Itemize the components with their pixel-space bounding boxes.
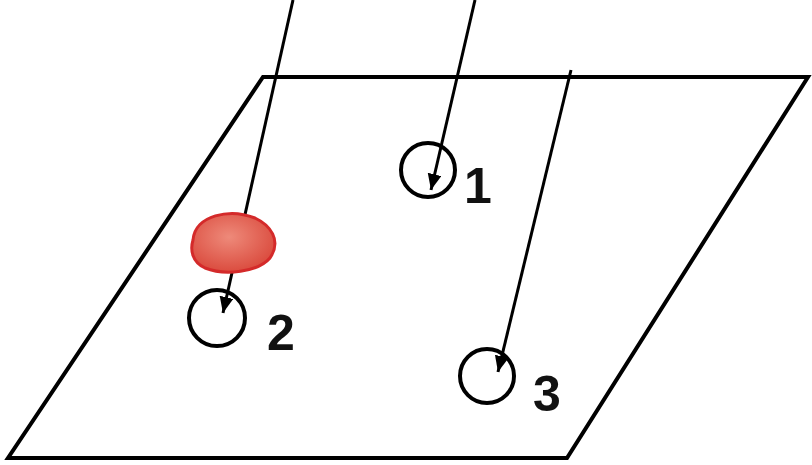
obstacle-blob bbox=[192, 214, 275, 272]
callout-number: 2 bbox=[267, 308, 295, 358]
target-circle bbox=[460, 349, 514, 403]
callout-number: 1 bbox=[464, 161, 492, 211]
target-circle bbox=[401, 143, 455, 197]
target-circle bbox=[189, 290, 245, 346]
callout-number: 3 bbox=[533, 369, 561, 419]
ray bbox=[498, 70, 571, 372]
plane bbox=[8, 77, 808, 458]
